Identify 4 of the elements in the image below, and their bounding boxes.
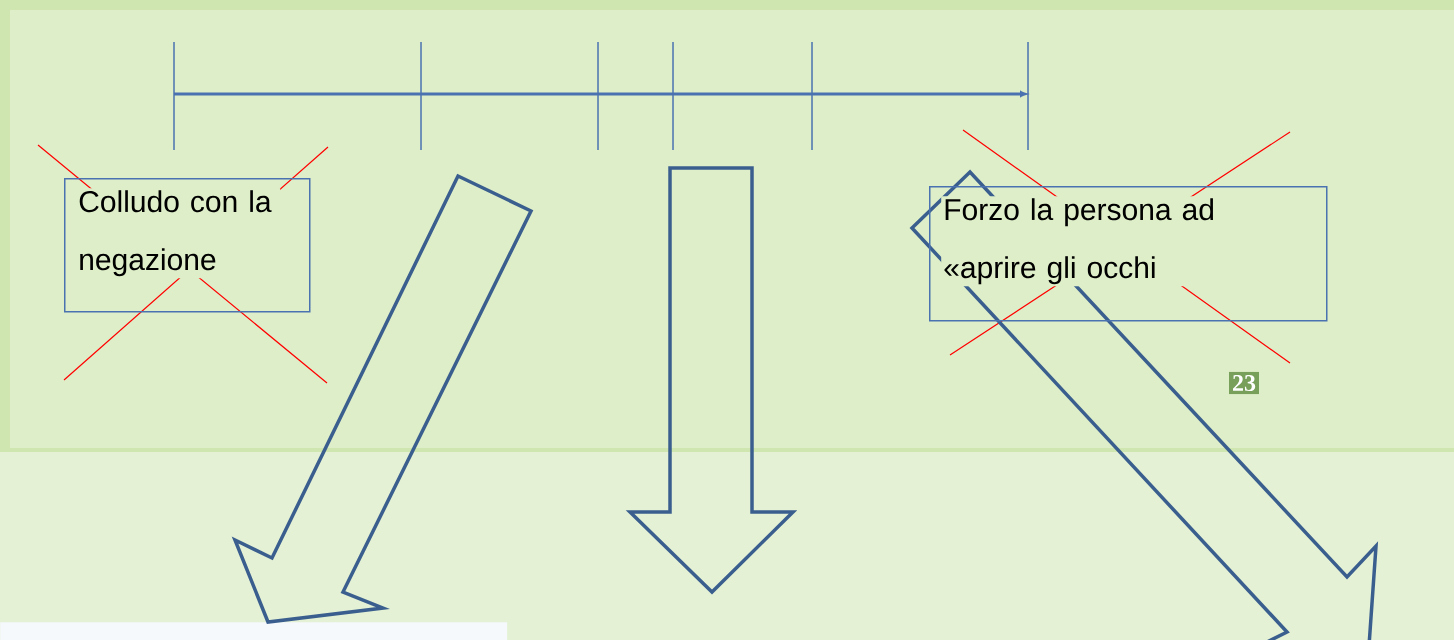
page-number: 23 bbox=[1229, 371, 1259, 395]
text-box: Forzo la persona ad «aprire gli occhi bbox=[929, 186, 1328, 322]
blank-box bbox=[0, 622, 508, 640]
text-box: Colludo con la negazione bbox=[64, 178, 311, 313]
